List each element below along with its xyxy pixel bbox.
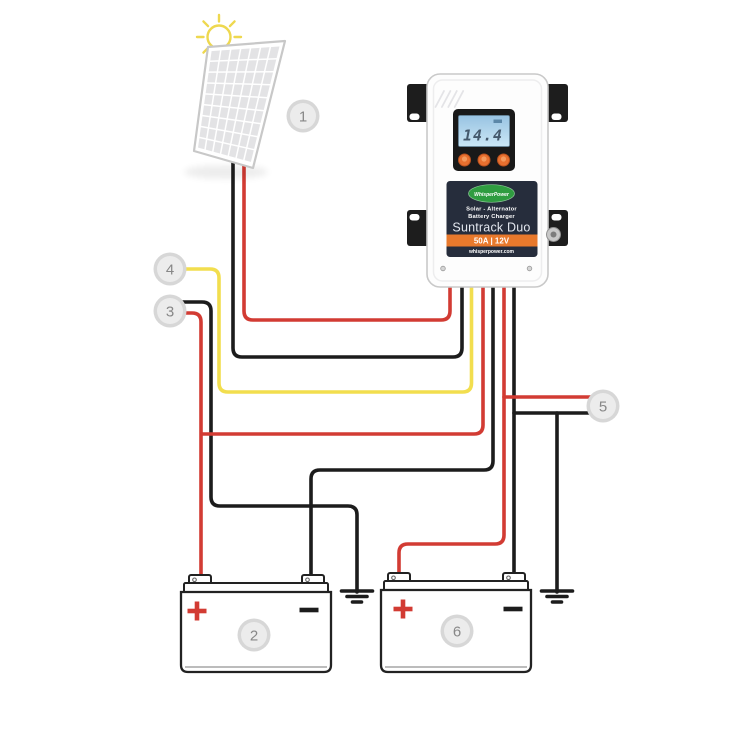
ground-symbols — [339, 589, 575, 604]
controller-battery2-positive-wire — [200, 284, 485, 436]
sun-ray — [228, 20, 236, 28]
callout-disc — [590, 393, 616, 419]
rating-band — [446, 234, 538, 247]
panel-grid-line — [209, 57, 278, 63]
button-highlight — [461, 156, 468, 162]
terminal-screw — [192, 577, 197, 583]
ground-symbol-left — [339, 589, 375, 604]
callout-number: 6 — [453, 623, 461, 640]
battery2-negative-wire — [309, 284, 495, 580]
panel-grid-line — [196, 50, 212, 149]
panel-grid-line — [210, 44, 281, 52]
logo-text: WhisperPower — [474, 192, 510, 198]
solar-positive-wire — [242, 146, 452, 322]
lcd-screen — [458, 115, 510, 147]
controller-face — [432, 79, 543, 282]
lcd-value: 14.4 — [463, 127, 503, 145]
website-text: whisperpower.com — [468, 249, 515, 255]
callout-1: 1 — [286, 99, 320, 133]
button-highlight — [481, 156, 487, 162]
panel-grid-line — [200, 125, 259, 138]
minus-symbol — [299, 607, 319, 613]
callout-4: 4 — [153, 252, 187, 286]
panel-grid-line — [196, 147, 252, 164]
callout-number: 5 — [599, 398, 607, 415]
controller-buttons — [458, 153, 510, 167]
panel-grid-line — [211, 48, 232, 153]
ground-symbol-right — [539, 589, 575, 604]
sun — [195, 13, 243, 61]
mounting-brackets — [407, 84, 568, 246]
panel-shadow — [184, 165, 268, 179]
sun-ray — [202, 20, 210, 28]
button-highlight — [500, 156, 507, 162]
lcd-status-bar — [493, 119, 502, 123]
panel-grid-line — [204, 93, 268, 99]
panel-grid-line — [203, 103, 265, 112]
callout-disc — [290, 103, 316, 129]
callout4-signal-wire — [182, 267, 474, 394]
whisperpower-logo — [468, 184, 515, 203]
model-name: Suntrack Duo — [452, 221, 530, 235]
callout-number: 4 — [166, 261, 174, 278]
panel-grid-line — [235, 46, 262, 159]
panel-grid-line — [242, 46, 272, 161]
panel-grid-line — [201, 114, 262, 125]
wires — [181, 144, 592, 594]
battery6-positive-wire — [397, 284, 506, 578]
label-line2: Battery Charger — [468, 214, 515, 220]
vent-lines — [434, 90, 465, 108]
plus-symbol — [194, 601, 200, 621]
panel-grid-line — [219, 48, 242, 155]
cable-gland-center — [550, 231, 557, 238]
panel-grid-line — [227, 47, 252, 157]
panel-grid-line — [198, 136, 255, 151]
callout3-ground-wire — [181, 300, 359, 594]
solar-negative-wire — [231, 144, 464, 359]
callout-5: 5 — [586, 389, 620, 423]
callout-2: 2 — [237, 618, 271, 652]
callout-disc — [241, 622, 267, 648]
callout-disc — [157, 256, 183, 282]
battery2-positive-wire — [181, 311, 203, 580]
panel-grid-line — [250, 45, 282, 164]
terminal-screw — [391, 575, 396, 581]
charge-controller: 14.4 WhisperPower Solar - Alternator Bat… — [407, 73, 568, 288]
callout-number: 3 — [166, 303, 174, 320]
terminal-screw — [506, 575, 511, 581]
minus-symbol — [503, 606, 523, 612]
bracket-top-right — [546, 84, 568, 122]
rating-text: 50A | 12V — [474, 237, 510, 246]
case-screw — [440, 265, 446, 272]
callout-disc — [444, 618, 470, 644]
bracket-top-left — [407, 84, 429, 122]
callout-number: 1 — [299, 108, 307, 125]
bracket-slot — [551, 113, 562, 120]
bracket-slot — [409, 113, 420, 120]
panel-grid-line — [204, 49, 222, 151]
plus-symbol — [400, 599, 406, 619]
case-screw — [526, 265, 533, 272]
panel-grid-line — [206, 82, 271, 86]
callout-disc — [157, 298, 183, 324]
solar-panel — [184, 39, 287, 179]
callout-6: 6 — [440, 614, 474, 648]
bracket-slot — [409, 214, 420, 221]
callout-number: 2 — [250, 627, 258, 644]
terminal-screw — [305, 577, 310, 583]
label-line1: Solar - Alternator — [466, 207, 517, 213]
callouts: 1 2 3 4 5 6 — [153, 99, 620, 652]
callout-3: 3 — [153, 294, 187, 328]
lcd-display: 14.4 — [453, 109, 515, 171]
bracket-slot — [551, 214, 562, 221]
product-label: WhisperPower Solar - Alternator Battery … — [446, 181, 538, 257]
